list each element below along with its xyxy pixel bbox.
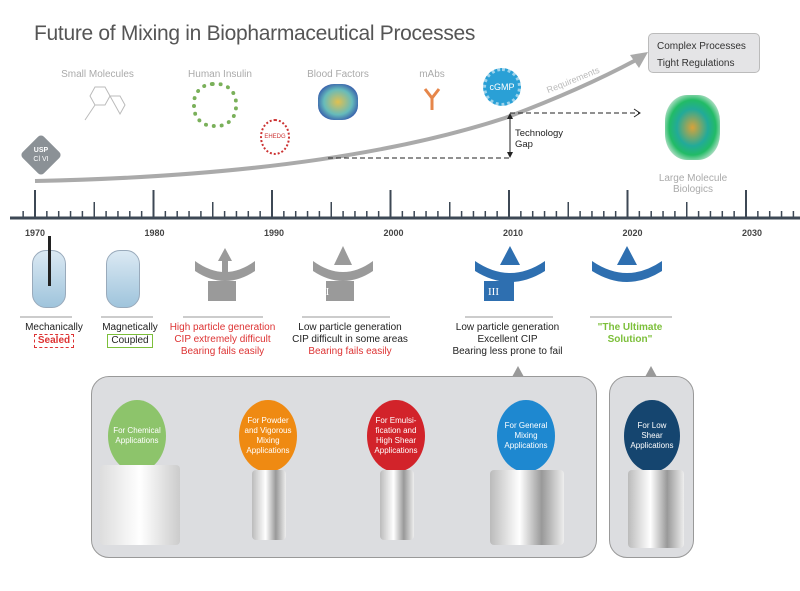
powder-impeller-image <box>252 470 286 540</box>
year-label: 2000 <box>383 228 404 238</box>
label-blood-factors: Blood Factors <box>307 69 369 80</box>
application-bubble: For Chemical Applications <box>108 400 166 472</box>
year-label: 2020 <box>622 228 643 238</box>
label-mabs: mAbs <box>419 69 445 80</box>
gen3-label: III <box>488 286 499 298</box>
gen2-label: II <box>322 286 330 298</box>
magnetic-tank-icon <box>106 250 140 308</box>
requirements-curve <box>34 52 648 183</box>
cgmp-badge: cGMP <box>483 68 521 106</box>
requirements-box: Complex Processes Tight Regulations <box>648 33 760 73</box>
application-bubble: For Powder and Vigorous Mixing Applicati… <box>239 400 297 472</box>
low-shear-impeller-image <box>628 470 684 548</box>
gen1-label: I <box>204 286 208 298</box>
mechanical-shaft <box>48 236 51 286</box>
gen3-mixer-icon <box>475 246 545 301</box>
year-label: 1970 <box>24 228 46 238</box>
requirement-item: Complex Processes <box>657 41 746 52</box>
year-label: 1990 <box>263 228 285 238</box>
chemical-impeller-image <box>100 465 180 545</box>
ultimate-mixer-icon <box>592 246 662 282</box>
panel-pointer <box>645 366 657 377</box>
blood-factor-icon <box>318 84 358 120</box>
application-bubble: For Low Shear Applications <box>624 400 680 472</box>
application-bubble: For General Mixing Applications <box>497 400 555 472</box>
insulin-icon <box>192 82 238 128</box>
emulsification-impeller-image <box>380 470 414 540</box>
panel-pointer <box>512 366 524 377</box>
timeline-axis <box>10 190 800 220</box>
year-label: 1980 <box>144 228 165 238</box>
year-label: 2030 <box>741 228 763 238</box>
page-title: Future of Mixing in Biopharmaceutical Pr… <box>34 22 476 45</box>
ehedg-badge: EHEDG <box>260 119 290 155</box>
gen2-mixer-icon <box>313 246 373 301</box>
antibody-icon <box>423 88 441 110</box>
large-molecule-icon <box>665 95 720 160</box>
application-bubble: For Emulsi-fication and High Shear Appli… <box>367 400 425 472</box>
gen1-mixer-icon <box>195 248 255 301</box>
label-small-molecules: Small Molecules <box>61 69 134 80</box>
label-human-insulin: Human Insulin <box>188 69 252 80</box>
year-label: 2010 <box>502 228 524 238</box>
small-molecule-icon <box>84 86 126 121</box>
general-impeller-image <box>490 470 564 545</box>
requirement-item: Tight Regulations <box>657 58 735 69</box>
